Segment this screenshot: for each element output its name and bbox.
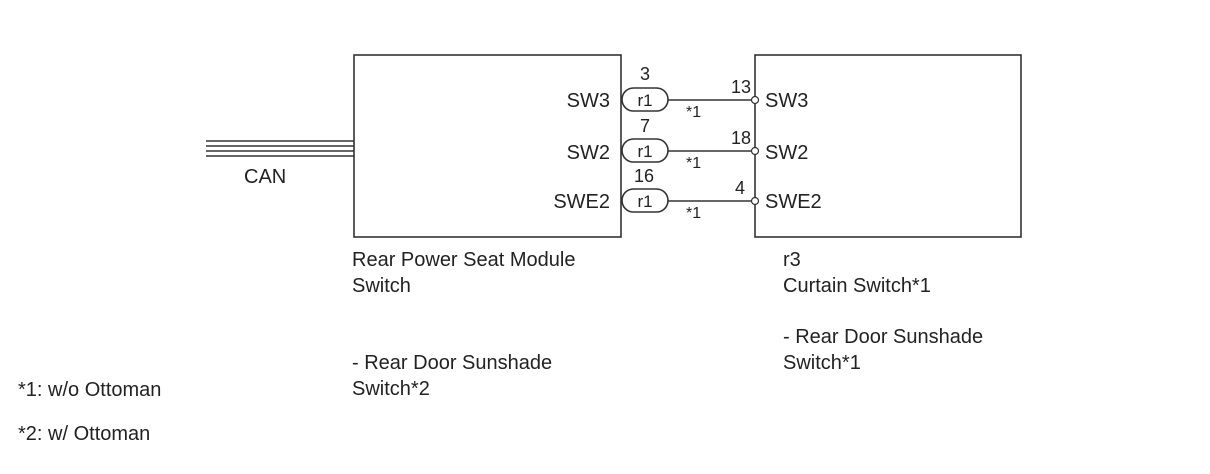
condition-mark: *1 [686, 104, 701, 121]
left-component-name-line-2: Switch [352, 275, 411, 297]
legend-item-1: *1: w/o Ottoman [18, 379, 162, 401]
rear-power-seat-module-box [353, 54, 622, 238]
wire-sw3: SW3 3 r1 13 SW3 *1 [567, 64, 809, 121]
right-component-note: - Rear Door Sunshade Switch*1 [783, 324, 983, 376]
right-component-note-line-2: Switch*1 [783, 352, 861, 374]
wire-swe2: SWE2 16 r1 4 SWE2 *1 [553, 166, 821, 222]
connector-label: r1 [637, 91, 652, 110]
right-terminal-label: SW2 [765, 142, 808, 164]
left-pin-number: 16 [634, 166, 654, 186]
left-pin-number: 3 [640, 64, 650, 84]
right-component-title: Curtain Switch*1 [783, 275, 931, 297]
terminal-circle [750, 196, 760, 206]
left-terminal-label: SW2 [567, 142, 610, 164]
legend-item-2: *2: w/ Ottoman [18, 423, 151, 445]
connector-label: r1 [637, 192, 652, 211]
left-terminal-label: SWE2 [553, 191, 610, 213]
terminal-circle [750, 95, 760, 105]
left-terminal-label: SW3 [567, 90, 610, 112]
right-terminal-label: SW3 [765, 90, 808, 112]
connector-label: r1 [637, 142, 652, 161]
can-bus-lines [206, 140, 354, 157]
curtain-switch-box [754, 54, 1022, 238]
right-pin-number: 18 [731, 128, 751, 148]
right-component-note-line-1: - Rear Door Sunshade [783, 326, 984, 348]
can-label: CAN [244, 166, 286, 188]
left-component-name: Rear Power Seat Module Switch [352, 247, 575, 299]
condition-mark: *1 [686, 205, 701, 222]
right-component-connector: r3 [783, 249, 801, 271]
wire-sw2: SW2 7 r1 18 SW2 *1 [567, 116, 809, 172]
right-component-name: r3 Curtain Switch*1 [783, 247, 931, 299]
left-pin-number: 7 [640, 116, 650, 136]
left-component-note-line-1: - Rear Door Sunshade [352, 352, 553, 374]
terminal-circle [750, 146, 760, 156]
condition-mark: *1 [686, 155, 701, 172]
right-pin-number: 13 [731, 77, 751, 97]
left-component-name-line-1: Rear Power Seat Module [352, 249, 576, 271]
left-component-note-line-2: Switch*2 [352, 378, 430, 400]
right-terminal-label: SWE2 [765, 191, 822, 213]
left-component-note: - Rear Door Sunshade Switch*2 [352, 350, 552, 402]
right-pin-number: 4 [735, 178, 745, 198]
